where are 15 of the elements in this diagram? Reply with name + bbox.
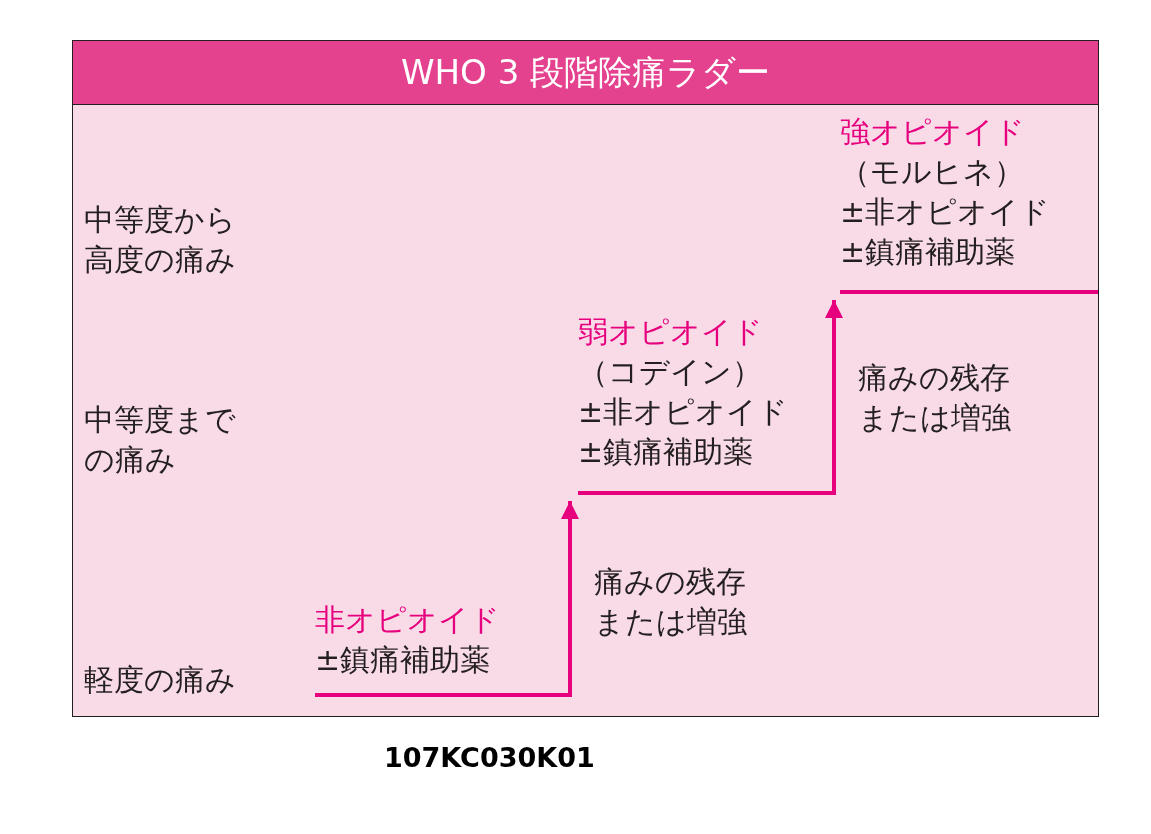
pain-level-label: 軽度の痛み [84, 661, 237, 699]
step-heading: 非オピオイド [315, 601, 500, 639]
drug-line: （コデイン） [578, 353, 762, 391]
figure-code: 107KC030K01 [384, 741, 595, 775]
drug-line: ±非オピオイド [578, 393, 789, 431]
drug-line: ±鎮痛補助薬 [578, 433, 754, 471]
pain-level-label: 中等度までの痛み [84, 401, 237, 479]
drug-line: ±鎮痛補助薬 [315, 641, 491, 679]
drug-line: ±鎮痛補助薬 [840, 233, 1016, 271]
drug-line: （モルヒネ） [840, 153, 1024, 191]
pain-level-label: 中等度から高度の痛み [84, 201, 237, 279]
title-banner: WHO 3 段階除痛ラダー [72, 40, 1099, 105]
step-heading: 弱オピオイド [578, 313, 763, 351]
drug-line: ±非オピオイド [840, 193, 1051, 231]
step-heading: 強オピオイド [840, 113, 1025, 151]
